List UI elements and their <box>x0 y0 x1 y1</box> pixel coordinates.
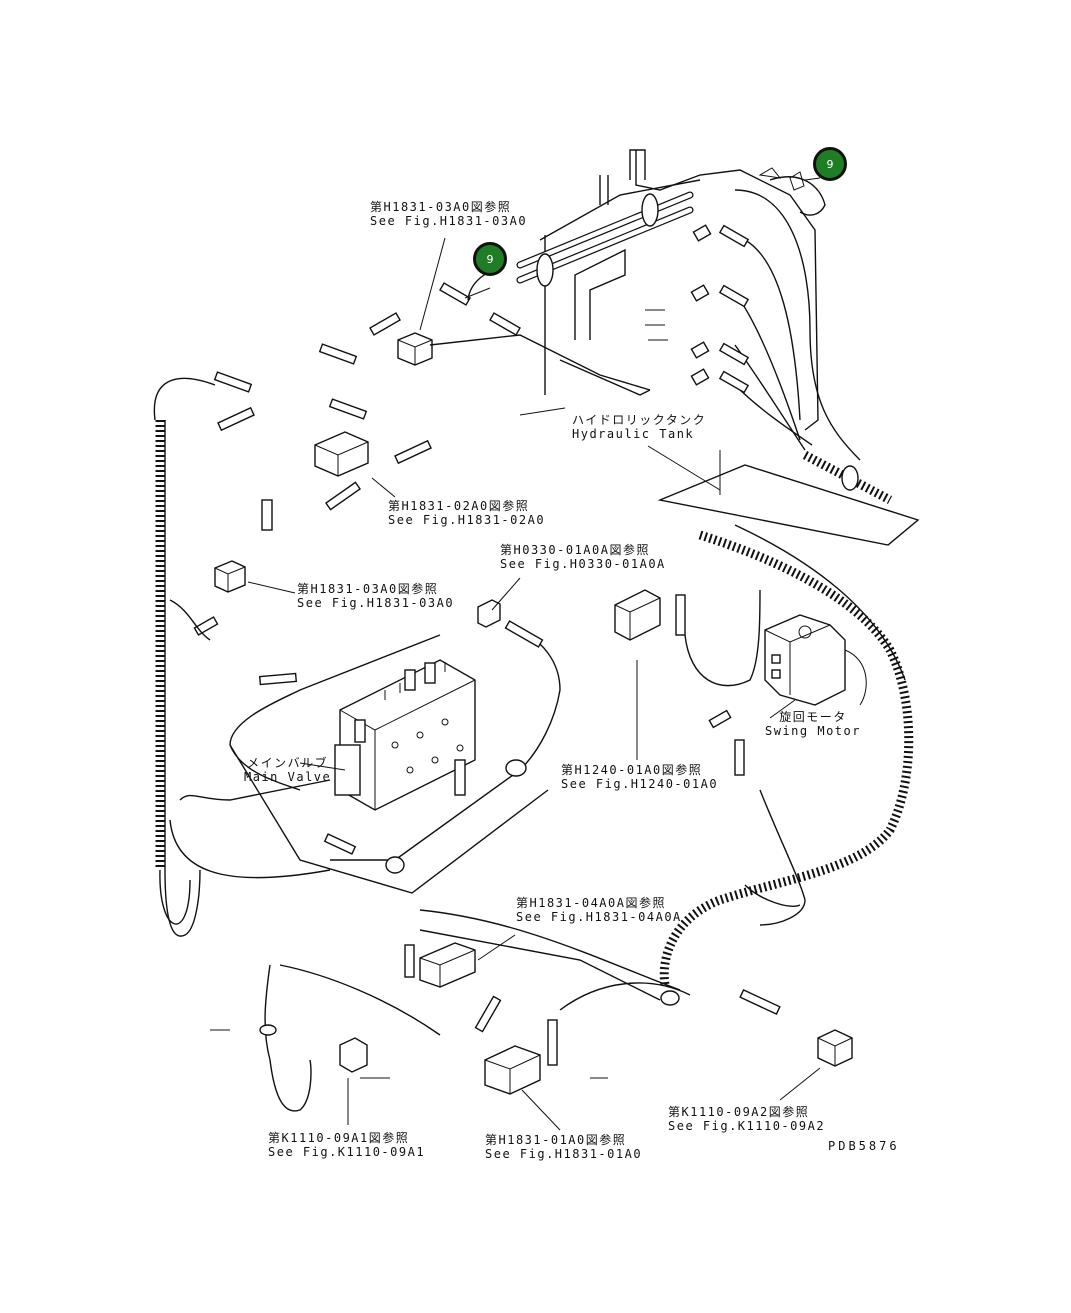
callout-k1110-09a2: 第K1110-09A2図参照 See Fig.K1110-09A2 <box>668 1105 825 1133</box>
main-valve-label-jp: メインバルブ <box>247 756 329 770</box>
hydraulic-tank-label-jp: ハイドロリックタンク <box>572 413 707 427</box>
callout-jp: 第H1831-03A0図参照 <box>370 200 512 214</box>
swing-motor-drawing <box>764 614 867 706</box>
left-loop-hose <box>153 377 331 937</box>
swing-motor-label-jp: 旋回モータ <box>779 710 847 724</box>
callout-jp: 第H1831-03A0図参照 <box>297 582 439 596</box>
main-valve-drawing <box>258 659 476 855</box>
main-valve-label-en: Main Valve <box>244 770 332 784</box>
callout-en: See Fig.K1110-09A1 <box>268 1145 426 1159</box>
callout-jp: 第K1110-09A1図参照 <box>268 1131 410 1145</box>
hydraulic-tank-drawing <box>516 149 819 431</box>
lower-left-components <box>259 909 691 1112</box>
lower-valve-block-04 <box>404 942 476 988</box>
leader-lines <box>210 177 821 1131</box>
callout-h0330-01a0a: 第H0330-01A0A図参照 See Fig.H0330-01A0A <box>500 543 666 571</box>
middle-components <box>477 589 761 776</box>
callout-en: See Fig.K1110-09A2 <box>668 1119 826 1133</box>
swing-motor-label-en: Swing Motor <box>765 724 861 738</box>
hydraulic-tank-label-en: Hydraulic Tank <box>572 427 695 441</box>
lower-right-block <box>739 988 853 1067</box>
callout-en: See Fig.H1831-03A0 <box>297 596 455 610</box>
callout-h1831-03a0-left: 第H1831-03A0図参照 See Fig.H1831-03A0 <box>297 582 454 610</box>
tank-base-plate <box>657 464 920 546</box>
part-badge-top-right[interactable]: 9 <box>813 147 847 181</box>
callout-k1110-09a1: 第K1110-09A1図参照 See Fig.K1110-09A1 <box>268 1131 425 1159</box>
callout-en: See Fig.H1831-03A0 <box>370 214 528 228</box>
callout-h1831-01a0: 第H1831-01A0図参照 See Fig.H1831-01A0 <box>485 1133 642 1161</box>
callout-h1240-01a0: 第H1240-01A0図参照 See Fig.H1240-01A0 <box>561 763 718 791</box>
left-valve-block <box>213 343 432 511</box>
callout-h1831-03a0-top: 第H1831-03A0図参照 See Fig.H1831-03A0 <box>370 200 527 228</box>
callout-en: See Fig.H1831-01A0 <box>485 1147 643 1161</box>
callout-jp: 第H1831-02A0図参照 <box>388 499 530 513</box>
callout-en: See Fig.H0330-01A0A <box>500 557 666 571</box>
right-hose-sweep <box>659 524 914 986</box>
lower-valve-block-01 <box>474 995 558 1095</box>
callout-h1831-04a0a: 第H1831-04A0A図参照 See Fig.H1831-04A0A <box>516 896 682 924</box>
callout-jp: 第H1831-04A0A図参照 <box>516 896 666 910</box>
tank-hoses <box>734 167 893 504</box>
upper-valve-block <box>369 267 651 391</box>
small-block-left <box>193 499 273 636</box>
swing-motor-label: 旋回モータ Swing Motor <box>765 710 861 738</box>
part-badge-top-center[interactable]: 9 <box>473 242 507 276</box>
callout-jp: 第H1831-01A0図参照 <box>485 1133 627 1147</box>
callout-en: See Fig.H1240-01A0 <box>561 777 719 791</box>
main-valve-label: メインバルブ Main Valve <box>244 756 331 784</box>
callout-h1831-02a0: 第H1831-02A0図参照 See Fig.H1831-02A0 <box>388 499 545 527</box>
drawing-id: PDB5876 <box>828 1139 900 1153</box>
hydraulic-tank-label: ハイドロリックタンク Hydraulic Tank <box>572 413 706 441</box>
callout-jp: 第H0330-01A0A図参照 <box>500 543 650 557</box>
tank-fittings <box>690 224 750 394</box>
callout-jp: 第H1240-01A0図参照 <box>561 763 703 777</box>
callout-en: See Fig.H1831-02A0 <box>388 513 546 527</box>
callout-jp: 第K1110-09A2図参照 <box>668 1105 810 1119</box>
callout-en: See Fig.H1831-04A0A <box>516 910 682 924</box>
